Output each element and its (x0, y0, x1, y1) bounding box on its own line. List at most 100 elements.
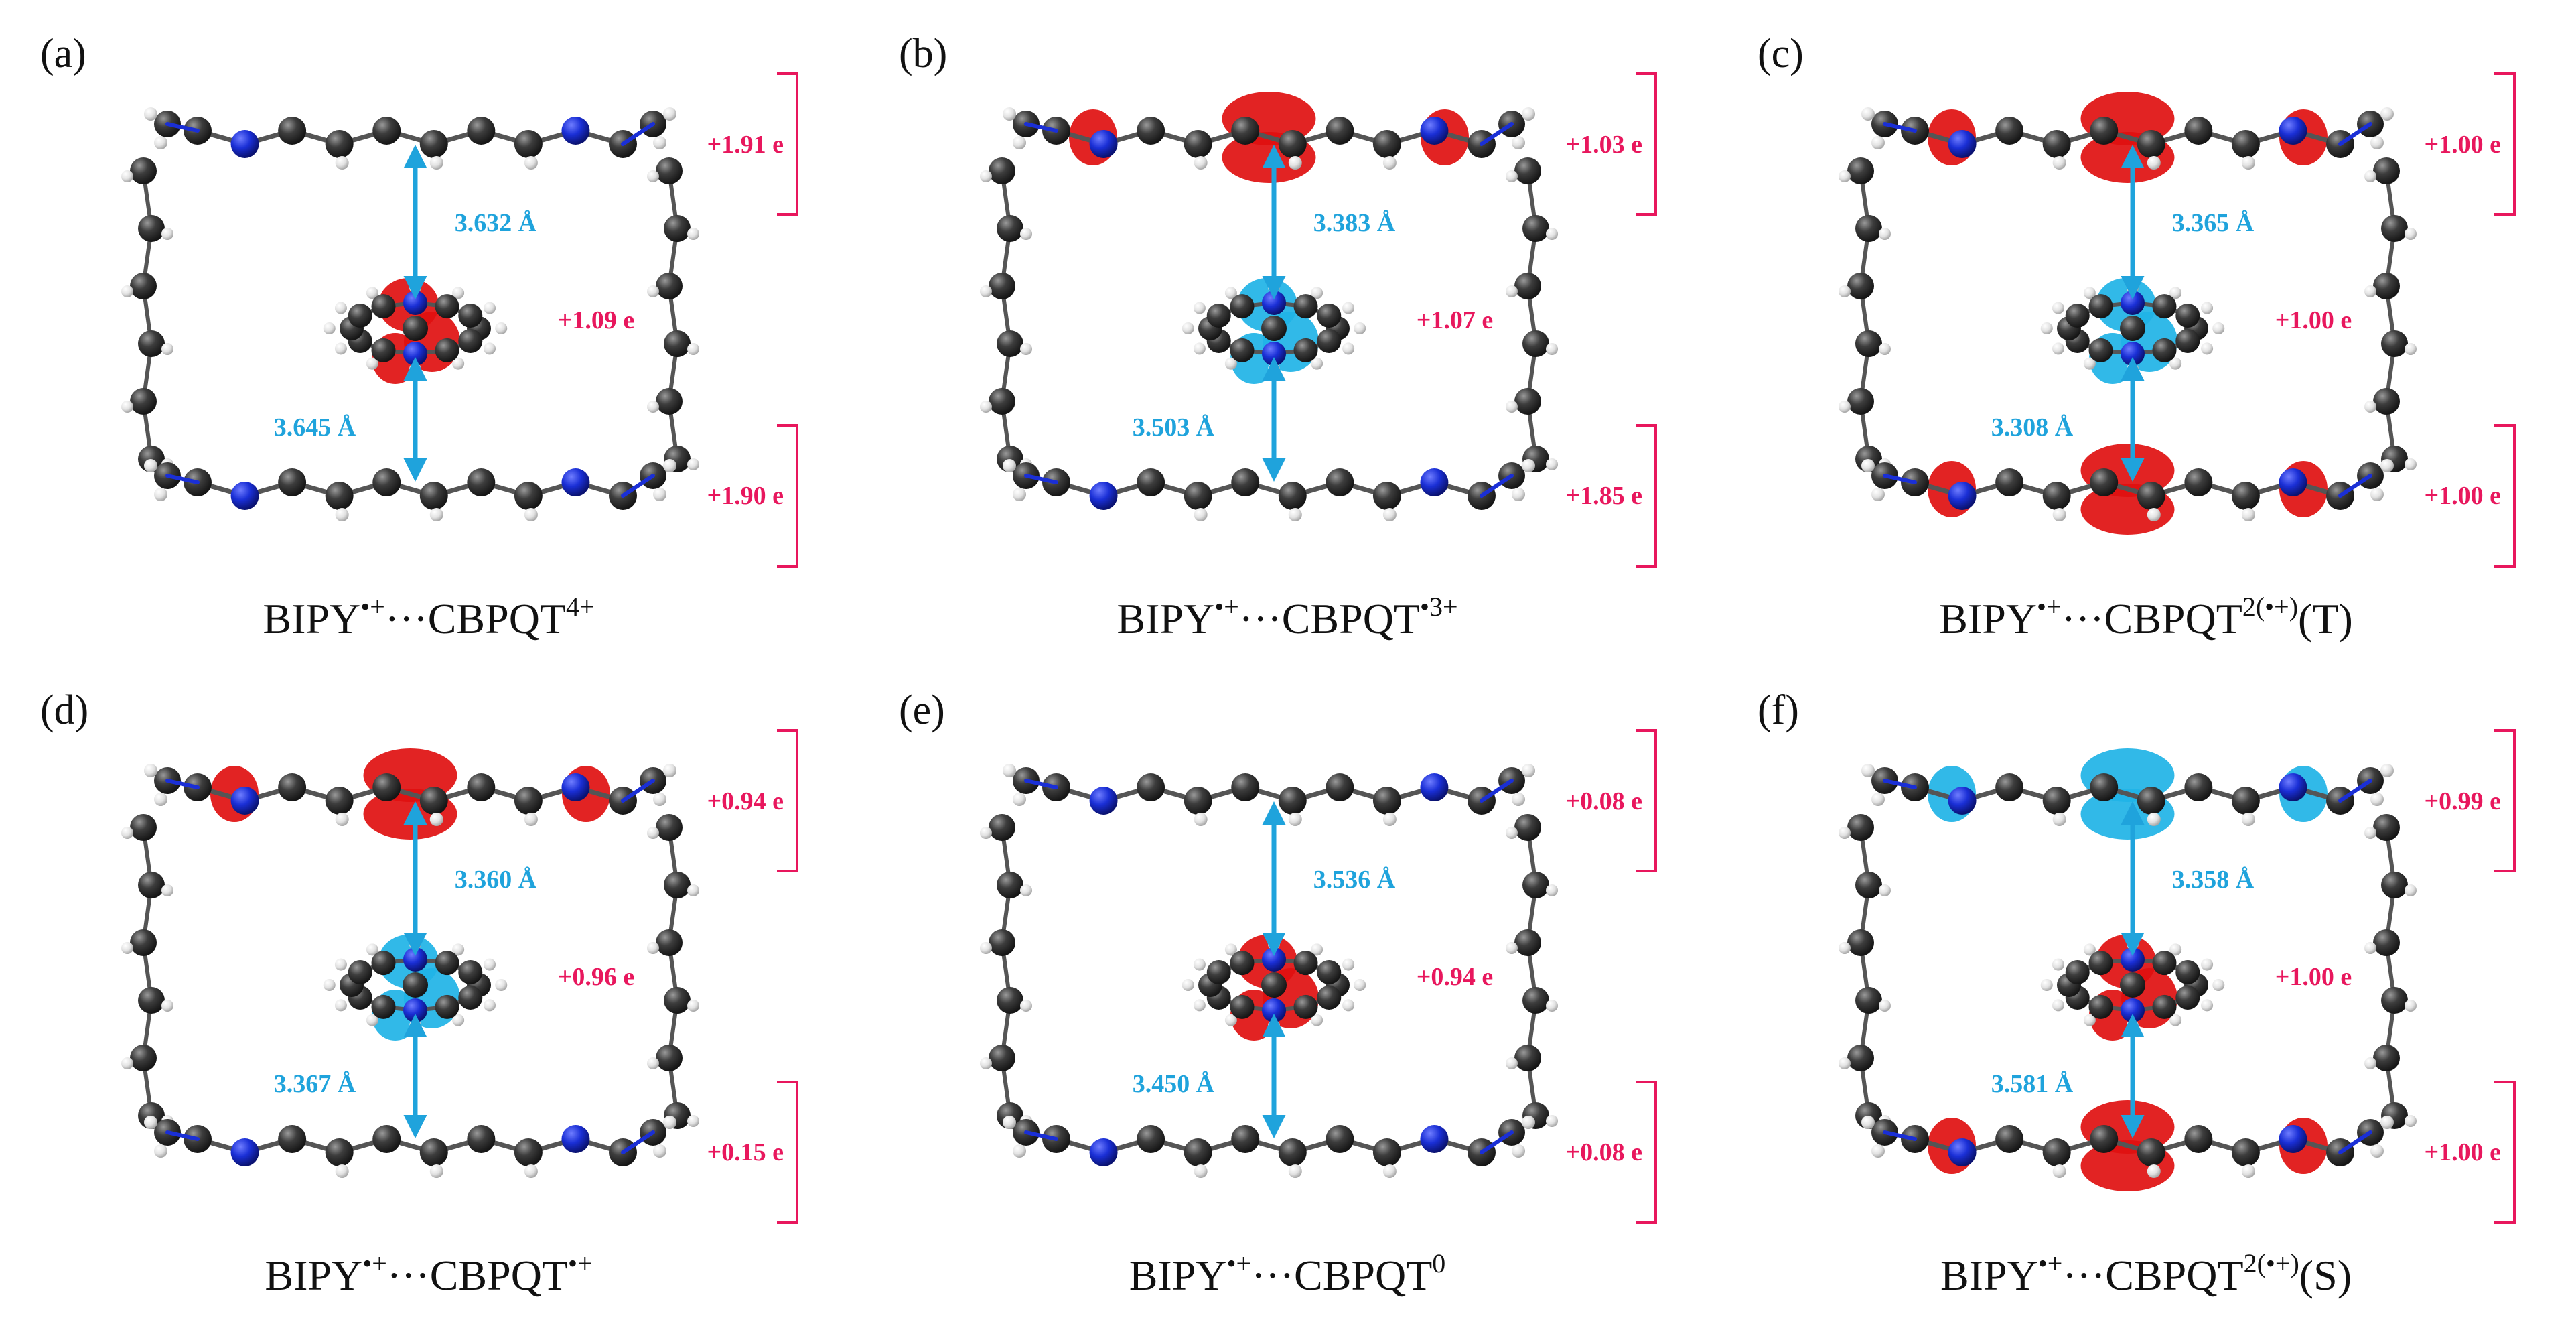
carbon-atom (1317, 304, 1342, 328)
caption-mid: ···CBPQT (2062, 1252, 2243, 1299)
hydrogen-atom (1382, 508, 1397, 521)
hydrogen-atom (1506, 942, 1518, 954)
hydrogen-atom (663, 1116, 676, 1129)
carbon-atom (419, 130, 448, 158)
carbon-atom (2152, 994, 2177, 1019)
carbon-atom (1995, 773, 2024, 801)
caption-sup1: •+ (362, 1248, 387, 1278)
hydrogen-atom (2201, 958, 2214, 971)
caption-sup2: 0 (1432, 1248, 1445, 1278)
hydrogen-atom (2405, 884, 2417, 896)
hydrogen-atom (524, 1164, 538, 1178)
carbon-atom (1293, 338, 1318, 362)
carbon-atom (997, 215, 1023, 242)
carbon-atom (664, 215, 691, 242)
hydrogen-atom (452, 1014, 465, 1026)
hydrogen-atom (2380, 459, 2394, 472)
guest-charge: +1.07 e (1417, 306, 1494, 334)
carbon-atom (1372, 482, 1401, 510)
hydrogen-atom (2241, 156, 2255, 170)
caption-base: BIPY (263, 595, 360, 643)
hydrogen-atom (121, 1057, 133, 1069)
caption-mid: ···CBPQT (2062, 595, 2242, 643)
hydrogen-atom (1354, 322, 1366, 334)
hydrogen-atom (1546, 228, 1558, 240)
hydrogen-atom (1193, 958, 1206, 971)
hydrogen-atom (429, 1164, 443, 1178)
carbon-atom (2381, 330, 2408, 357)
hydrogen-atom (1522, 459, 1535, 472)
hydrogen-atom (366, 943, 378, 956)
carbon-atom (2137, 130, 2165, 158)
carbon-atom (138, 987, 165, 1014)
carbon-atom (138, 330, 165, 357)
carbon-atom (2120, 972, 2145, 998)
nitrogen-atom (561, 773, 590, 801)
charge-bracket (777, 72, 798, 216)
hydrogen-atom (144, 1116, 157, 1129)
hydrogen-atom (1546, 343, 1558, 355)
hydrogen-atom (1879, 884, 1891, 896)
carbon-atom (458, 986, 483, 1010)
distance-upper: 3.365 Å (2172, 209, 2255, 237)
hydrogen-atom (154, 488, 167, 501)
hydrogen-atom (1879, 228, 1891, 240)
bond (1480, 1130, 1514, 1154)
carbon-atom (1847, 814, 1874, 841)
caption-sup1: •+ (2037, 592, 2062, 622)
hydrogen-atom (2405, 1000, 2417, 1012)
hydrogen-atom (1522, 1116, 1535, 1129)
carbon-atom (278, 117, 307, 145)
carbon-atom (458, 304, 483, 328)
carbon-atom (2090, 117, 2119, 145)
hydrogen-atom (2169, 1014, 2182, 1026)
carbon-atom (467, 117, 496, 145)
hydrogen-atom (1506, 285, 1518, 297)
hydrogen-atom (1224, 1014, 1237, 1026)
hydrogen-atom (653, 136, 666, 149)
hydrogen-atom (1546, 1000, 1558, 1012)
hydrogen-atom (1512, 488, 1525, 501)
nitrogen-atom (2279, 773, 2307, 801)
nitrogen-atom (1948, 787, 1977, 815)
carbon-atom (2065, 960, 2090, 984)
carbon-atom (1230, 994, 1255, 1019)
carbon-atom (1317, 986, 1342, 1010)
carbon-atom (2088, 951, 2113, 976)
hydrogen-atom (121, 827, 133, 839)
carbon-atom (1137, 468, 1165, 496)
hydrogen-atom (2241, 1164, 2255, 1178)
nitrogen-atom (1089, 787, 1118, 815)
distance-upper: 3.360 Å (455, 866, 537, 894)
hydrogen-atom (647, 827, 659, 839)
carbon-atom (989, 273, 1015, 299)
carbon-atom (2381, 215, 2408, 242)
hydrogen-atom (2083, 943, 2096, 956)
carbon-atom (1514, 1045, 1541, 1071)
hydrogen-atom (1382, 1164, 1397, 1178)
hydrogen-atom (1861, 1116, 1875, 1129)
bond (2338, 122, 2372, 146)
charge-bracket (777, 729, 798, 872)
panel: (e)3.536 Å3.450 Å+0.94 e+0.08 e+0.08 eBI… (899, 687, 1657, 1299)
bond (165, 474, 200, 484)
charge-bracket (2494, 729, 2516, 872)
carbon-atom (1293, 994, 1318, 1019)
carbon-atom (348, 304, 372, 328)
hydrogen-atom (980, 827, 992, 839)
carbon-atom (1278, 787, 1307, 815)
hydrogen-atom (495, 979, 508, 991)
hydrogen-atom (1839, 170, 1851, 182)
panel-label: (f) (1758, 687, 1799, 733)
carbon-atom (1231, 117, 1260, 145)
carbon-atom (1847, 388, 1874, 415)
carbon-atom (1293, 294, 1318, 319)
hydrogen-atom (144, 764, 157, 777)
carbon-atom (1847, 1045, 1874, 1071)
caption-sup1: •+ (1214, 592, 1239, 622)
carbon-atom (2231, 787, 2260, 815)
hydrogen-atom (154, 1144, 167, 1158)
hydrogen-atom (653, 488, 666, 501)
hydrogen-atom (663, 107, 676, 121)
carbon-atom (130, 814, 157, 841)
